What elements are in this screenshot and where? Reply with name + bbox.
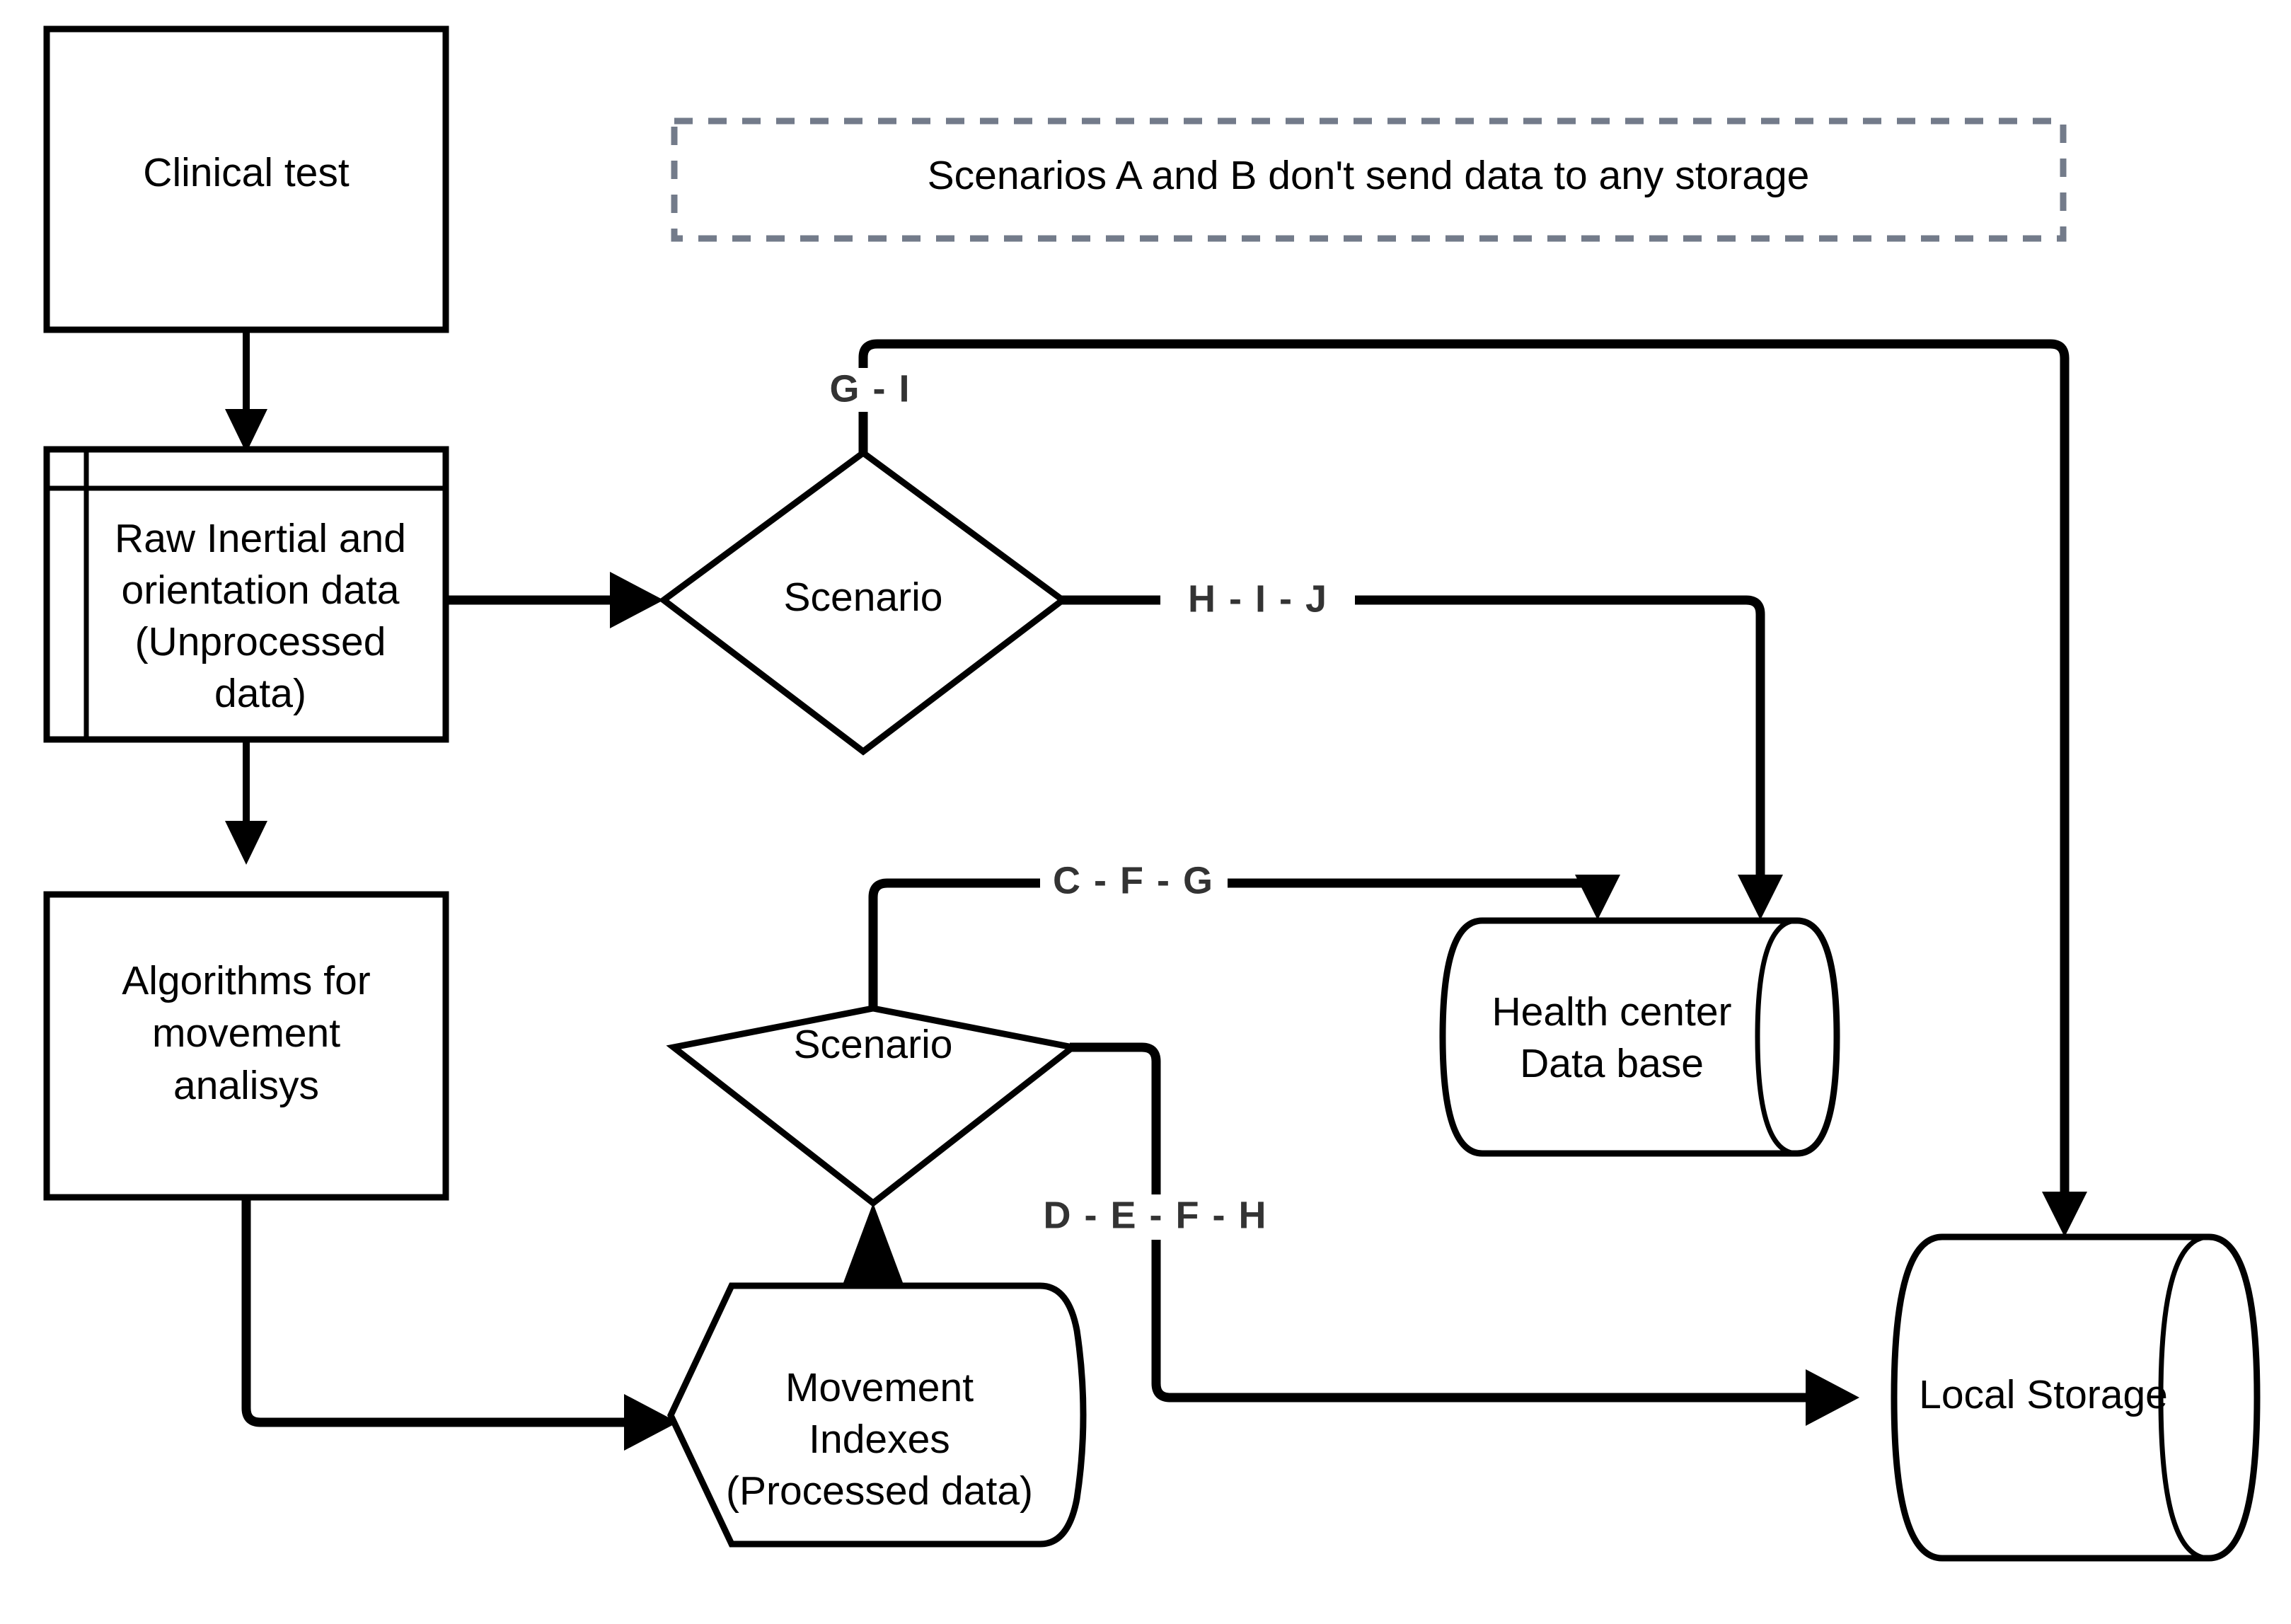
node-movement-indexes[interactable]: Movement Indexes (Processed data) [667, 1282, 1087, 1548]
health-db-line-1: Health center [1491, 989, 1731, 1035]
note-scenarios-ab: Scenarios A and B don't send data to any… [671, 117, 2067, 242]
edge-label-h-i-j: H - I - J [1160, 577, 1355, 623]
health-db-line-2: Data base [1520, 1041, 1704, 1086]
raw-data-line-2: orientation data [122, 568, 400, 613]
edge-algorithms-to-movement-indexes [241, 1197, 678, 1451]
scenario-bottom-label: Scenario [794, 1022, 953, 1067]
node-scenario-bottom[interactable]: Scenario [666, 1005, 1080, 1207]
svg-text:H - I - J: H - I - J [1188, 577, 1328, 620]
clinical-test-label: Clinical test [143, 150, 350, 195]
edge-scenario-top-to-local-storage [858, 339, 2087, 1237]
svg-text:C - F - G: C - F - G [1053, 859, 1214, 902]
node-local-storage[interactable]: Local Storage [1891, 1233, 2261, 1562]
note-text: Scenarios A and B don't send data to any… [928, 153, 1810, 198]
scenario-top-label: Scenario [784, 575, 943, 620]
edge-scenario-bottom-to-health-db [868, 875, 1620, 1008]
edge-label-c-f-g: C - F - G [1040, 859, 1228, 904]
svg-text:D - E - F - H: D - E - F - H [1044, 1194, 1268, 1236]
local-storage-label: Local Storage [1919, 1372, 2168, 1417]
algorithms-line-1: Algorithms for [122, 958, 371, 1003]
edge-label-d-e-f-h: D - E - F - H [1021, 1194, 1290, 1240]
node-health-center-database[interactable]: Health center Data base [1439, 917, 1840, 1157]
movement-indexes-line-2: Indexes [809, 1417, 950, 1462]
edge-clinical-to-raw [225, 330, 267, 453]
node-scenario-top[interactable]: Scenario [658, 449, 1068, 756]
edge-label-g-i: G - I [817, 367, 923, 412]
svg-text:G - I: G - I [830, 367, 911, 410]
edge-raw-to-scenario-top [446, 572, 664, 628]
raw-data-line-1: Raw Inertial and [115, 516, 406, 561]
node-raw-inertial-data[interactable]: Raw Inertial and orientation data (Unpro… [43, 446, 449, 743]
edge-raw-to-algorithms [225, 736, 267, 865]
node-clinical-test[interactable]: Clinical test [43, 25, 449, 333]
raw-data-line-3: (Unprocessed [135, 619, 386, 664]
movement-indexes-line-3: (Processed data) [726, 1468, 1033, 1514]
edge-scenario-top-to-health-db [1061, 595, 1783, 920]
algorithms-line-2: movement [152, 1010, 340, 1056]
movement-indexes-line-1: Movement [785, 1365, 974, 1410]
node-algorithms[interactable]: Algorithms for movement analisys [43, 891, 449, 1201]
raw-data-line-4: data) [214, 671, 306, 716]
algorithms-line-3: analisys [173, 1063, 319, 1108]
